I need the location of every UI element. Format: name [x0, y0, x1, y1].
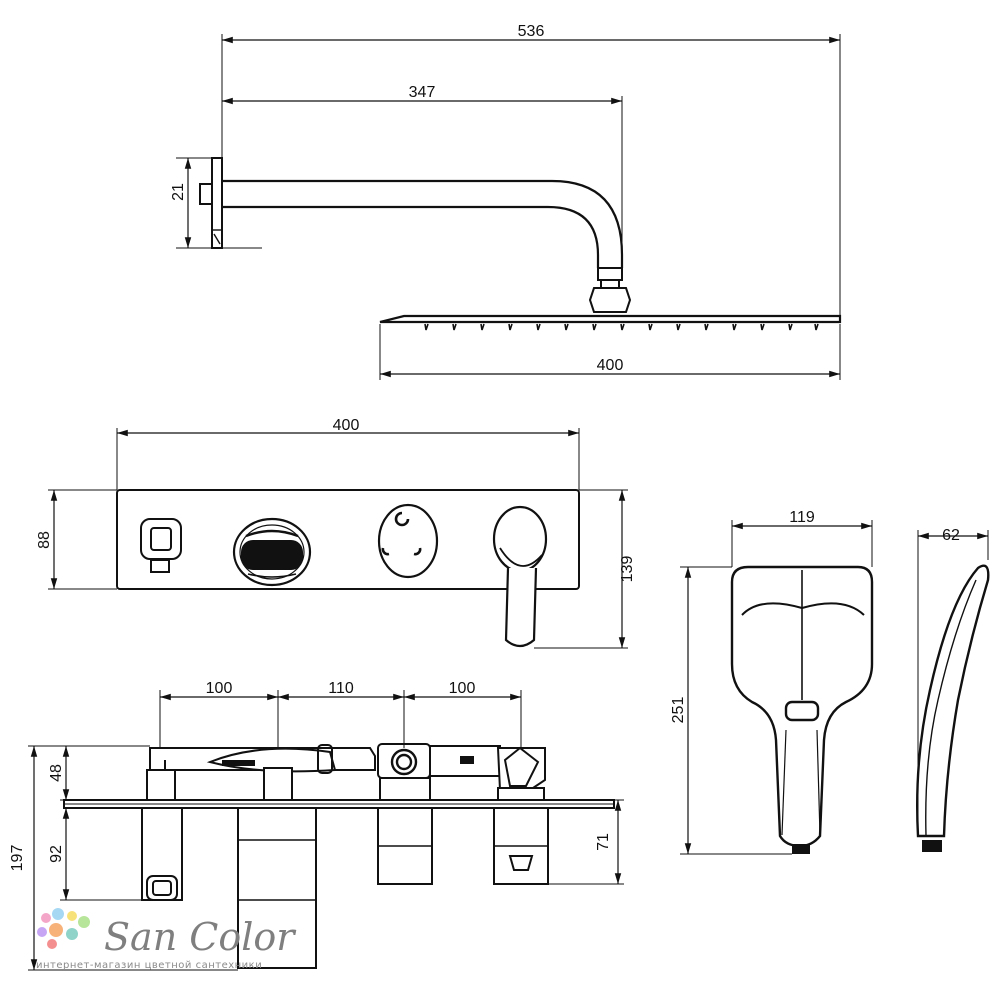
logo-dot — [67, 911, 77, 921]
extension-lines — [28, 34, 989, 971]
dim-body-depth: 92 — [48, 845, 65, 863]
logo-dot — [78, 916, 90, 928]
logo-dot — [52, 908, 64, 920]
dim-valve-depth: 71 — [595, 833, 612, 851]
logo-tagline: интернет-магазин цветной сантехники — [36, 960, 262, 971]
logo-dot — [66, 928, 78, 940]
dimension-labels: 536 347 21 400 400 88 139 100 110 100 48… — [9, 23, 960, 871]
dim-hand-thickness: 62 — [942, 527, 960, 544]
dim-panel-height: 88 — [36, 531, 53, 549]
dim-handle-projection: 139 — [619, 556, 636, 583]
dim-shower-arm-total: 536 — [518, 23, 545, 40]
dim-head-width: 400 — [597, 357, 624, 374]
logo-dot — [49, 923, 63, 937]
shower-head-assembly — [199, 157, 842, 331]
control-panel-front-view — [116, 489, 580, 648]
logo-name: San Color — [104, 915, 297, 959]
brand-logo: San Color интернет-магазин цветной санте… — [36, 908, 297, 971]
dimension-lines — [30, 36, 988, 970]
dim-spacing-3: 100 — [449, 680, 476, 697]
logo-dots-icon — [37, 908, 90, 949]
hand-shower-side — [916, 564, 990, 852]
dim-hand-length: 251 — [670, 697, 687, 724]
dim-top-depth: 48 — [48, 764, 65, 782]
dim-panel-width: 400 — [333, 417, 360, 434]
dim-flange-height: 21 — [170, 183, 187, 201]
logo-dot — [47, 939, 57, 949]
dim-spacing-2: 110 — [328, 680, 354, 697]
dim-spacing-1: 100 — [206, 680, 233, 697]
dim-shower-arm-length: 347 — [409, 84, 436, 101]
dim-total-depth: 197 — [9, 845, 26, 872]
logo-dot — [37, 927, 47, 937]
dim-hand-width: 119 — [789, 509, 815, 526]
mixer-section-view — [63, 743, 615, 969]
logo-dot — [41, 913, 51, 923]
hand-shower-front — [730, 565, 874, 854]
